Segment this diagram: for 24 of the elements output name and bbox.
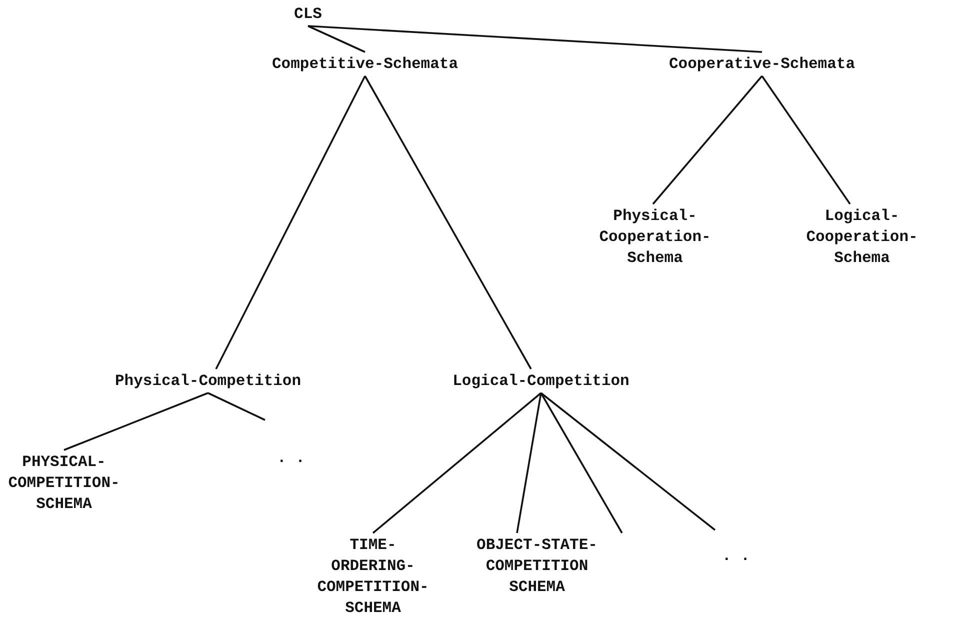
node-label: Logical-Competition [452, 371, 630, 392]
connector-line [364, 76, 532, 370]
node-label: Physical- Cooperation- Schema [595, 206, 715, 269]
connector-line [652, 75, 763, 205]
ellipsis-dots: . . [277, 448, 305, 469]
connector-line [215, 76, 366, 370]
node-label: CLS [294, 4, 322, 25]
node-label: Physical-Competition [114, 371, 302, 392]
connector-line [308, 25, 366, 53]
connector-line [516, 392, 542, 534]
connector-line [208, 392, 266, 421]
connector-line [372, 392, 542, 534]
node-label: Cooperative-Schemata [668, 54, 856, 75]
connector-line [540, 392, 623, 534]
node-label: OBJECT-STATE- COMPETITION SCHEMA [472, 535, 602, 598]
node-label: TIME- ORDERING- COMPETITION- SCHEMA [310, 535, 436, 619]
node-label: Competitive-Schemata [272, 54, 458, 75]
connector-line [540, 392, 716, 531]
connector-line [64, 392, 208, 451]
connector-line [308, 25, 762, 53]
ellipsis-dots: . . [722, 546, 750, 567]
connector-line [761, 76, 851, 204]
node-label: PHYSICAL- COMPETITION- SCHEMA [0, 452, 129, 515]
node-label: Logical- Cooperation- Schema [802, 206, 922, 269]
